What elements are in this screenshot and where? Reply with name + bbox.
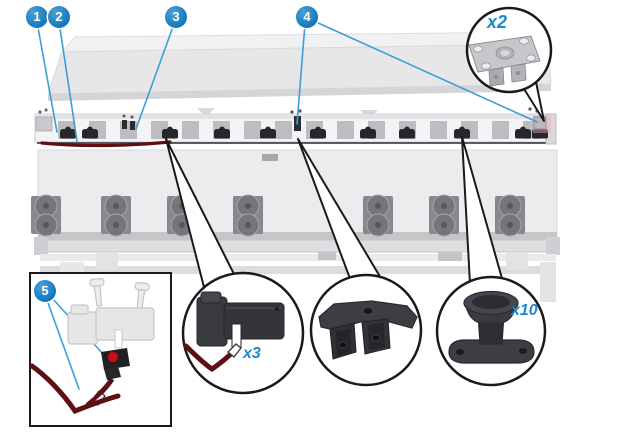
cover-notch [197,108,215,114]
callout-3-badge: 3 [165,6,187,28]
quantity-label-x3: x3 [243,345,261,362]
bracket-part-icon [318,300,418,360]
quantity-label-x2: x2 [487,12,508,32]
callout-1-badge: 1 [26,6,48,28]
quantity-label-x10: x10 [511,302,538,319]
counterweight-part-icon [183,291,285,373]
callout-leader-lines [36,21,538,142]
red-dot-marker [107,351,119,363]
callout-2-badge: 2 [48,6,70,28]
ghost-counterweight-icon [67,304,155,349]
rail-left-bracket [35,116,53,132]
curing-rail [34,107,557,148]
inset-box [29,272,172,427]
inset-cable [29,363,121,415]
knob-part-icon [448,290,535,364]
rail-cable [40,140,172,148]
cable-tie-icon [227,343,242,358]
callout-4-badge: 4 [296,6,318,28]
callout-5-badge: 5 [34,280,56,302]
mounting-plate-part-icon [468,35,541,87]
printer-lower-frame [34,237,560,302]
